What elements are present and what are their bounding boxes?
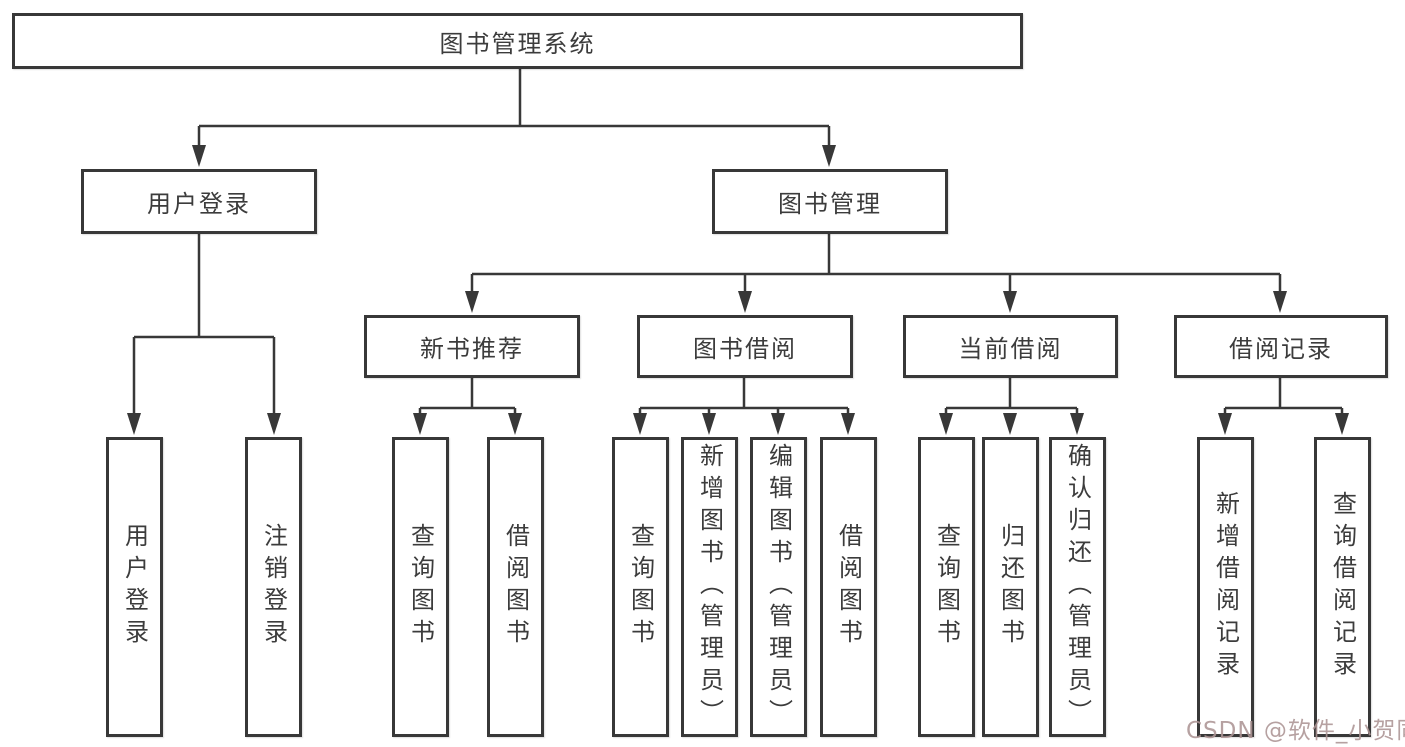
node-book-management: 图书管理 [712, 169, 948, 234]
node-label: 新增图书（管理员） [695, 443, 724, 731]
leaf-borrowing-query-book: 查询图书 [612, 437, 669, 737]
node-label: 查询图书 [406, 523, 435, 651]
node-library-management-system: 图书管理系统 [12, 13, 1023, 69]
node-book-borrowing: 图书借阅 [637, 315, 853, 378]
csdn-watermark: CSDN @软件_小贺同学 [1186, 718, 1405, 744]
leaf-query-borrow-record: 查询借阅记录 [1314, 437, 1371, 737]
node-label: 借阅记录 [1229, 335, 1333, 363]
leaf-borrowing-borrow-book: 借阅图书 [820, 437, 877, 737]
node-new-book-recommend: 新书推荐 [364, 315, 580, 378]
node-label: 图书借阅 [693, 335, 797, 363]
node-label: 新书推荐 [420, 335, 524, 363]
node-label: 新增借阅记录 [1211, 491, 1240, 683]
node-label: 当前借阅 [958, 335, 1063, 363]
leaf-add-book-admin: 新增图书（管理员） [681, 437, 738, 737]
node-current-borrowing: 当前借阅 [903, 315, 1118, 378]
node-label: 用户登录 [120, 523, 149, 651]
node-borrowing-records: 借阅记录 [1174, 315, 1388, 378]
node-label: 图书管理 [778, 190, 882, 218]
node-label: 注销登录 [259, 523, 288, 651]
leaf-add-borrow-record: 新增借阅记录 [1197, 437, 1254, 737]
node-label: 用户登录 [147, 190, 251, 218]
arrowheads [127, 145, 1349, 435]
node-label: 图书管理系统 [439, 29, 596, 58]
node-label: 查询图书 [626, 523, 655, 651]
leaf-confirm-return-admin: 确认归还（管理员） [1049, 437, 1106, 737]
node-label: 编辑图书（管理员） [764, 443, 793, 731]
node-label: 查询借阅记录 [1328, 491, 1357, 683]
leaf-recommend-borrow-book: 借阅图书 [487, 437, 544, 737]
leaf-return-book: 归还图书 [982, 437, 1039, 737]
leaf-edit-book-admin: 编辑图书（管理员） [750, 437, 807, 737]
leaf-recommend-query-book: 查询图书 [392, 437, 449, 737]
node-user-login: 用户登录 [81, 169, 317, 234]
node-label: 查询图书 [932, 523, 961, 651]
node-label: 确认归还（管理员） [1063, 443, 1092, 731]
leaf-logout: 注销登录 [245, 437, 302, 737]
leaf-current-query-book: 查询图书 [918, 437, 975, 737]
node-label: 借阅图书 [501, 523, 530, 651]
leaf-user-login: 用户登录 [106, 437, 163, 737]
node-label: 归还图书 [996, 523, 1025, 651]
node-label: 借阅图书 [834, 523, 863, 651]
